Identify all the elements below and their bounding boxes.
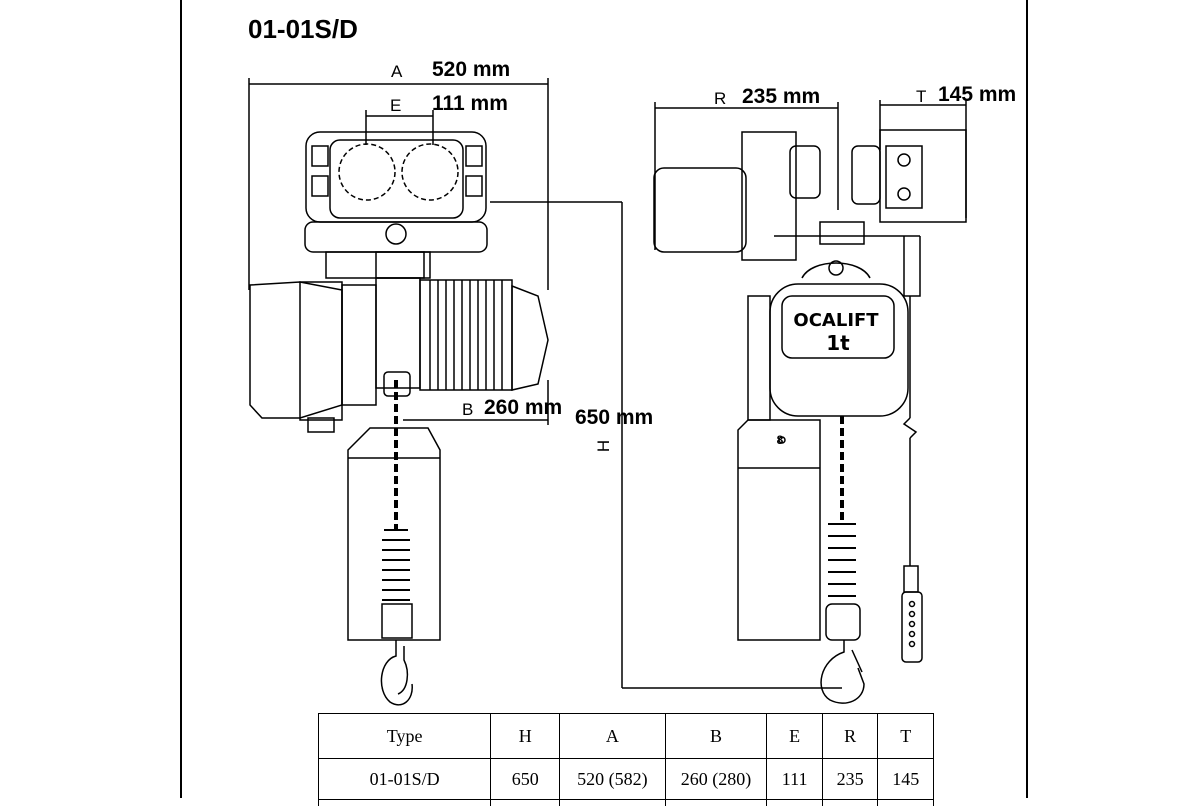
hoist-brand-label: OCALIFT — [793, 310, 879, 331]
header-type: Type — [319, 714, 491, 759]
cell-e: 111 — [767, 759, 822, 800]
cell-t: 145 — [878, 759, 934, 800]
table-row: 01-01S/D 650 520 (582) 260 (280) 111 235… — [319, 759, 934, 800]
trolley-front-view — [305, 132, 487, 278]
header-h: H — [491, 714, 560, 759]
header-a: A — [560, 714, 666, 759]
header-e: E — [767, 714, 822, 759]
cell-a: 520 (582) — [560, 759, 666, 800]
load-chain-front — [382, 372, 412, 638]
trolley-side-view — [654, 130, 966, 296]
pendant-control — [902, 566, 922, 662]
hoist-capacity-label: 1t — [826, 331, 850, 355]
dim-t-line — [880, 100, 966, 218]
hook-front — [381, 640, 412, 705]
chain-box-mark: 8 — [777, 433, 784, 447]
header-b: B — [665, 714, 767, 759]
cell-type: 01-01S/D — [319, 759, 491, 800]
header-r: R — [822, 714, 878, 759]
cell-r: 235 — [822, 759, 878, 800]
header-t: T — [878, 714, 934, 759]
hook-side — [821, 640, 864, 703]
cell-h: 650 — [491, 759, 560, 800]
table-stub-row — [319, 800, 934, 806]
dim-h-line — [490, 202, 842, 688]
load-chain-side — [826, 416, 860, 640]
hoist-body-front — [250, 278, 548, 432]
cell-b: 260 (280) — [665, 759, 767, 800]
pendant-cable — [904, 296, 916, 566]
spec-table: Type H A B E R T 01-01S/D 650 520 (582) … — [318, 713, 934, 806]
dim-a-line — [249, 78, 548, 290]
table-header-row: Type H A B E R T — [319, 714, 934, 759]
